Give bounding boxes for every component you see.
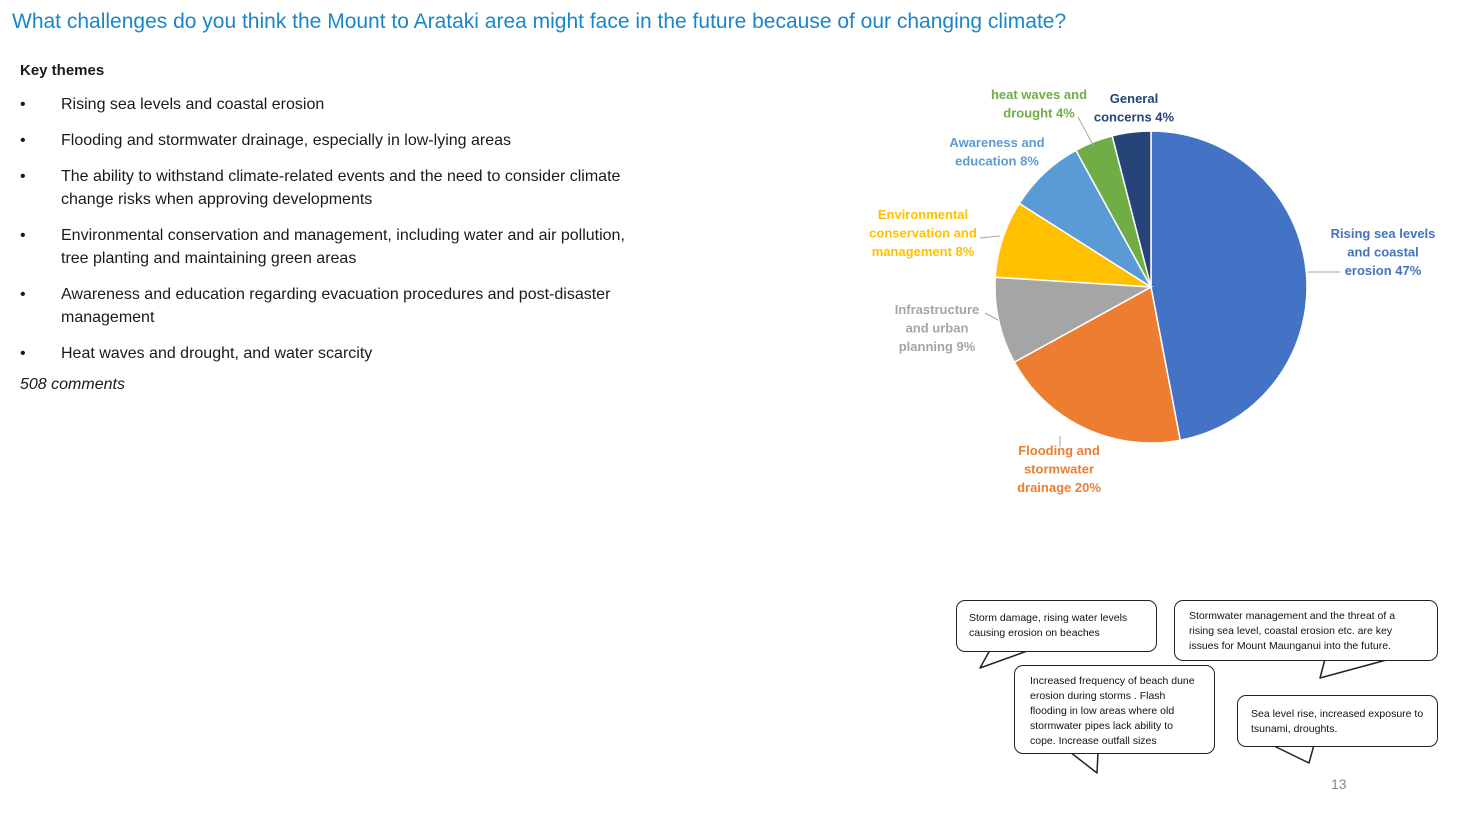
quote-text: Storm damage, rising water levels causin… xyxy=(969,612,1128,639)
list-item: • Heat waves and drought, and water scarc… xyxy=(20,342,640,365)
quote-text: Increased frequency of beach dune erosio… xyxy=(1030,675,1195,747)
list-item: • Awareness and education regarding evacu… xyxy=(20,283,641,329)
pie-slice xyxy=(1111,130,1152,288)
quote-text: Stormwater management and the threat of … xyxy=(1189,610,1396,652)
pie-slice xyxy=(1150,130,1308,442)
bullet-icon: • xyxy=(20,96,26,113)
key-themes-heading: Key themes xyxy=(20,62,105,79)
bullet-icon: • xyxy=(20,345,26,362)
quote-bubble: Sea level rise, increased exposure to ts… xyxy=(1237,695,1438,747)
theme-text: Environmental conservation and managemen… xyxy=(61,227,625,267)
theme-text: Heat waves and drought, and water scarci… xyxy=(61,345,373,362)
quote-bubble: Stormwater management and the threat of … xyxy=(1174,600,1438,661)
bullet-icon: • xyxy=(20,168,26,185)
quote-bubble: Storm damage, rising water levels causin… xyxy=(956,600,1157,652)
pie-slice xyxy=(994,276,1154,364)
page-number: 13 xyxy=(1331,776,1347,792)
list-item: • Environmental conservation and manageme… xyxy=(20,224,641,270)
bullet-icon: • xyxy=(20,286,26,303)
list-item: • Rising sea levels and coastal erosion xyxy=(20,93,640,116)
theme-list: • Rising sea levels and coastal erosion •… xyxy=(20,93,640,365)
leader-line xyxy=(984,312,999,321)
list-item: • Flooding and stormwater drainage, espec… xyxy=(20,129,640,152)
bullet-icon: • xyxy=(20,132,26,149)
bullet-icon: • xyxy=(20,227,26,244)
leader-line xyxy=(1077,116,1094,146)
quote-text: Sea level rise, increased exposure to ts… xyxy=(1251,708,1424,735)
list-item: • The ability to withstand climate-relate… xyxy=(20,165,651,211)
leader-line xyxy=(979,235,1001,239)
pie-slice xyxy=(1013,285,1182,444)
page-title: What challenges do you think the Mount t… xyxy=(12,10,1067,33)
comment-count: 508 comments xyxy=(20,376,125,393)
theme-text: Rising sea levels and coastal erosion xyxy=(61,96,325,113)
theme-text: The ability to withstand climate-related… xyxy=(61,168,621,208)
theme-text: Flooding and stormwater drainage, especi… xyxy=(61,132,512,149)
key-themes-section: Key themes • Rising sea levels and coasta… xyxy=(20,62,640,394)
theme-text: Awareness and education regarding evacua… xyxy=(61,286,611,326)
quote-bubble: Increased frequency of beach dune erosio… xyxy=(1014,665,1215,754)
